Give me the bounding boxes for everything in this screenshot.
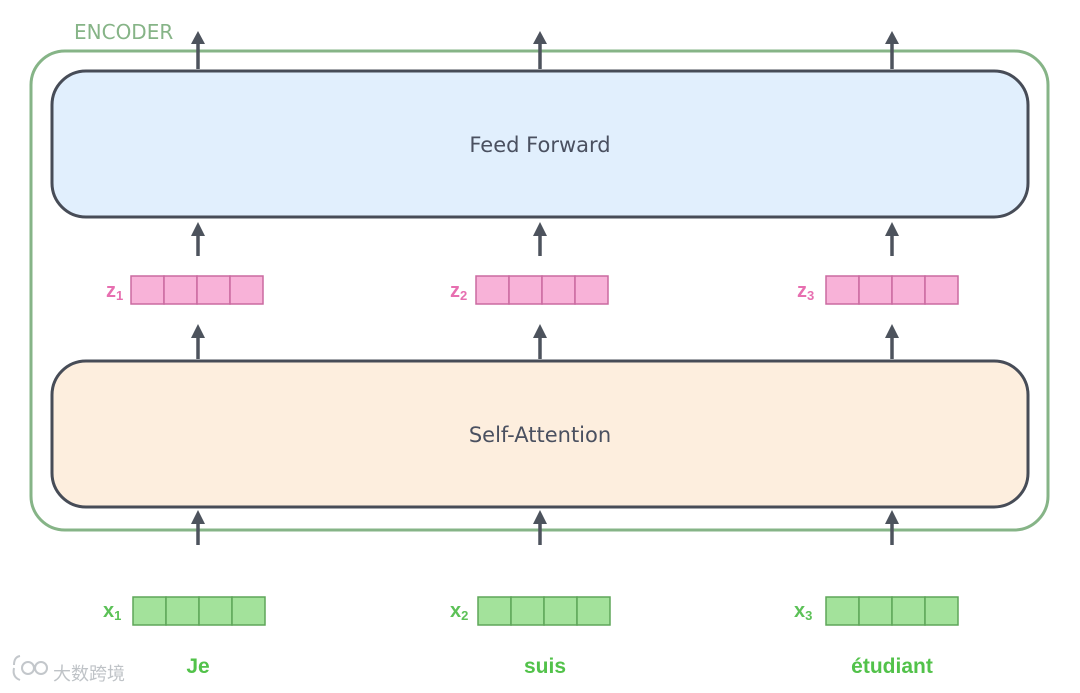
vector-cell (510, 596, 545, 626)
x-vector-1: x1 (103, 596, 266, 626)
x-vector-label: x1 (103, 600, 121, 623)
vector-cell (924, 275, 959, 305)
feed-forward-label: Feed Forward (469, 133, 610, 157)
z-vector-cells (825, 275, 959, 305)
x-vector-3: x3 (794, 596, 959, 626)
output-arrows (191, 31, 899, 69)
vector-cell (475, 275, 510, 305)
x-vector-letter: x (450, 600, 461, 622)
vector-cell (163, 275, 198, 305)
self-attention-label: Self-Attention (469, 423, 611, 447)
vector-cell (198, 596, 233, 626)
vector-cell (231, 596, 266, 626)
sa-to-z2-arrow (533, 324, 547, 359)
z-vector-cells (130, 275, 264, 305)
z1-to-ffn-arrow (191, 222, 205, 256)
x-vector-cells (825, 596, 959, 626)
z-vector-2: z2 (450, 275, 609, 305)
vector-cell (924, 596, 959, 626)
x-vector-letter: x (103, 600, 114, 622)
x3-to-sa-arrow (885, 510, 899, 545)
vector-cell (130, 275, 165, 305)
self-attention-block: Self-Attention (50, 359, 1030, 509)
output-arrow-1 (191, 31, 205, 69)
x-vector-subscript: 1 (114, 608, 121, 623)
vector-cell (858, 596, 893, 626)
sa-to-z3-arrow (885, 324, 899, 359)
watermark-logo-icon (12, 655, 48, 681)
z-to-ffn-arrows (191, 222, 899, 256)
vector-cell (196, 275, 231, 305)
z-vector-cells (475, 275, 609, 305)
z2-to-ffn-arrow (533, 222, 547, 256)
feed-forward-block: Feed Forward (50, 69, 1030, 219)
vector-cell (229, 275, 264, 305)
x-vector-label: x3 (794, 600, 812, 623)
vector-cell (825, 275, 860, 305)
x1-to-sa-arrow (191, 510, 205, 545)
x-vector-label: x2 (450, 600, 468, 623)
z-vector-label: z1 (106, 280, 123, 303)
vector-cell (576, 596, 611, 626)
encoder-label: ENCODER (74, 20, 173, 44)
x-vector-letter: x (794, 600, 805, 622)
z-vector-label: z2 (450, 280, 467, 303)
vector-cell (574, 275, 609, 305)
vector-cell (858, 275, 893, 305)
z-vector-letter: z (106, 280, 116, 302)
output-arrow-3 (885, 31, 899, 69)
watermark-text: 大数跨境 (53, 664, 125, 685)
x-vector-2: x2 (450, 596, 611, 626)
vector-cell (825, 596, 860, 626)
feed-forward-box (50, 69, 1030, 219)
z-vector-1: z1 (106, 275, 264, 305)
input-word-je: Je (186, 655, 209, 678)
input-word-etudiant: étudiant (851, 655, 933, 678)
x-vector-cells (477, 596, 611, 626)
vector-cell (891, 596, 926, 626)
z-vector-label: z3 (797, 280, 814, 303)
z-vector-3: z3 (797, 275, 959, 305)
sa-to-z1-arrow (191, 324, 205, 359)
vector-cell (508, 275, 543, 305)
z-vector-subscript: 1 (116, 288, 123, 303)
z3-to-ffn-arrow (885, 222, 899, 256)
x-vector-subscript: 2 (461, 608, 468, 623)
vector-cell (891, 275, 926, 305)
self-attention-box (50, 359, 1030, 509)
sa-to-z-arrows (191, 324, 899, 359)
z-vector-subscript: 3 (807, 288, 814, 303)
vector-cell (541, 275, 576, 305)
input-word-suis: suis (524, 655, 566, 678)
x-vector-subscript: 3 (805, 608, 812, 623)
vector-cell (165, 596, 200, 626)
vector-cell (132, 596, 167, 626)
output-arrow-2 (533, 31, 547, 69)
z-vector-subscript: 2 (460, 288, 467, 303)
x-vector-cells (132, 596, 266, 626)
watermark: 大数跨境 (12, 655, 125, 685)
z-vector-letter: z (797, 280, 807, 302)
vector-cell (543, 596, 578, 626)
x2-to-sa-arrow (533, 510, 547, 545)
z-vector-letter: z (450, 280, 460, 302)
vector-cell (477, 596, 512, 626)
input-arrows (191, 510, 899, 545)
